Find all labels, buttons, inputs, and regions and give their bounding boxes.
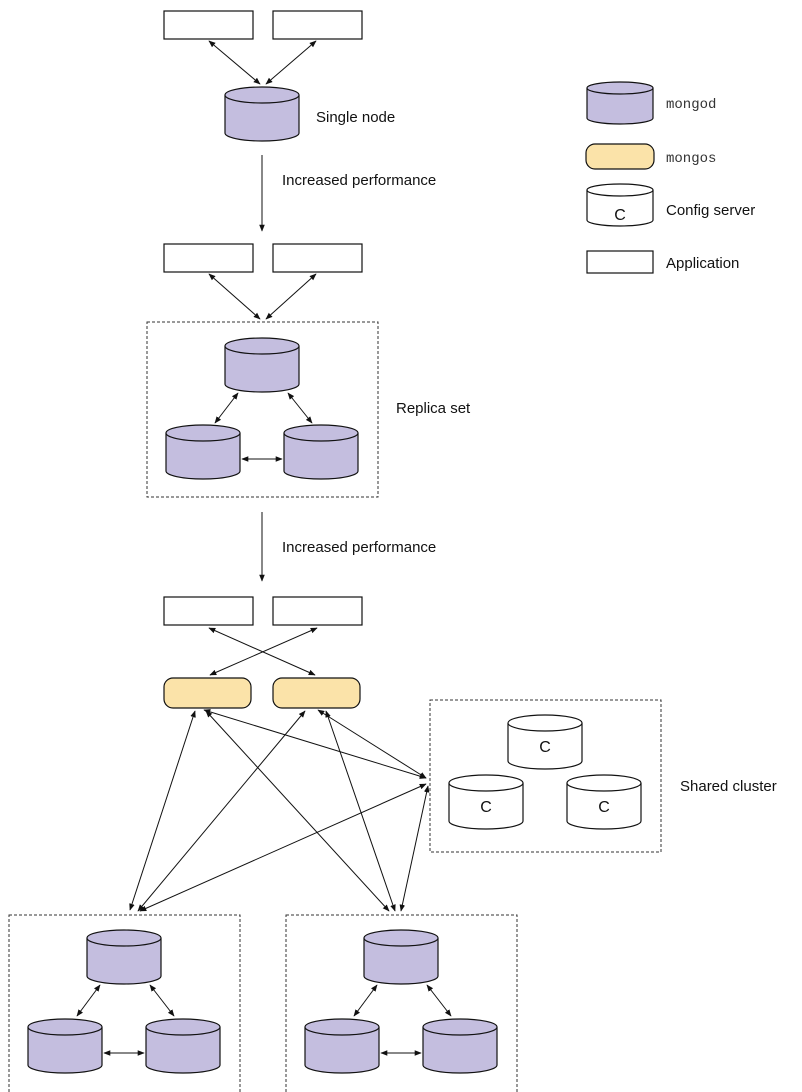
connection-arrow: [205, 710, 390, 912]
application-box: [272, 596, 363, 626]
replication-arrow: [76, 984, 101, 1017]
mongos-router: [272, 677, 361, 709]
mongod-secondary: [165, 424, 241, 480]
mongod-secondary: [422, 1018, 498, 1074]
replication-arrow: [353, 984, 378, 1017]
mongod-node: [224, 86, 300, 142]
replica-set-label: Replica set: [396, 400, 471, 417]
replica-set-section: Replica set: [146, 243, 471, 498]
config-server-label: C: [480, 799, 492, 816]
replication-arrow: [214, 392, 239, 424]
legend-application-label: Application: [666, 255, 739, 272]
application-box: [163, 243, 254, 273]
connection-arrow: [208, 40, 261, 85]
mongod-primary: [86, 929, 162, 985]
mongod-secondary: [27, 1018, 103, 1074]
mongod-secondary: [145, 1018, 221, 1074]
application-box: [163, 10, 254, 40]
legend-mongod-icon: [586, 81, 654, 125]
shard-replica-set: [8, 914, 241, 1092]
mongod-secondary: [304, 1018, 380, 1074]
mongod-secondary: [283, 424, 359, 480]
increased-performance-label-1: Increased performance: [282, 172, 436, 189]
legend-mongod-label: mongod: [666, 97, 716, 113]
config-server-group: [429, 699, 662, 853]
single-node-section: Single node: [163, 10, 395, 142]
legend-config-server-label: Config server: [666, 202, 755, 219]
config-server-label: C: [598, 799, 610, 816]
legend-mongos-icon: [585, 143, 655, 170]
connection-arrow: [209, 627, 318, 676]
shard-replica-set: [285, 914, 518, 1092]
application-box: [272, 243, 363, 273]
connection-arrow: [129, 710, 196, 911]
mongod-primary: [363, 929, 439, 985]
connection-arrow: [317, 709, 427, 779]
sharded-cluster-section: C C C Shared cluster: [8, 596, 777, 1092]
connection-arrow: [265, 40, 317, 85]
replication-arrow: [149, 984, 175, 1017]
mongos-router: [163, 677, 252, 709]
connection-arrow: [325, 710, 396, 912]
legend-mongos-label: mongos: [666, 151, 716, 167]
replication-arrow: [426, 984, 452, 1017]
connection-arrow: [203, 709, 427, 779]
legend-application-icon: [586, 250, 654, 274]
connection-arrow: [137, 710, 306, 912]
config-server-label: C: [539, 739, 551, 756]
connection-arrow: [139, 783, 427, 912]
replication-arrow: [287, 392, 313, 424]
application-box: [272, 10, 363, 40]
legend-config-symbol: C: [614, 207, 626, 224]
connection-arrow: [265, 273, 317, 320]
mongod-primary: [224, 337, 300, 393]
application-box: [163, 596, 254, 626]
connection-arrow: [399, 785, 430, 912]
single-node-label: Single node: [316, 109, 395, 126]
replica-set-boundary: [146, 321, 379, 498]
increased-performance-label-2: Increased performance: [282, 539, 436, 556]
legend: mongod mongos C Config server Applicatio…: [585, 81, 755, 274]
connection-arrow: [208, 273, 261, 320]
sharded-cluster-label: Shared cluster: [680, 778, 777, 795]
